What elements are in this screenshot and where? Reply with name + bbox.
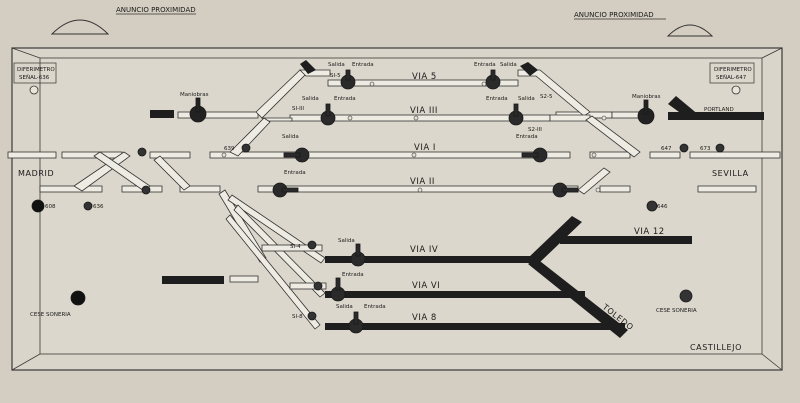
- control-knobs: [31, 69, 725, 334]
- proximity-label-right: ANUNCIO PROXIMIDAD: [574, 11, 654, 19]
- signal-button-madrid-via2[interactable]: [141, 185, 151, 195]
- label-salida-via5-right: Salida: [500, 62, 517, 68]
- entrada-knob-via1[interactable]: [521, 147, 548, 163]
- perimeter-lamp-left: [29, 85, 39, 95]
- label-entrada-via5-right: Entrada: [474, 62, 496, 68]
- signal-button-608[interactable]: [31, 199, 45, 213]
- perimeter-right-line1: DIFERIMETRO: [714, 67, 752, 73]
- label-via1: VIA I: [414, 143, 436, 153]
- signal-label-636: 636: [93, 204, 104, 210]
- perimeter-lamp-right: [731, 85, 741, 95]
- portland-track-dark: [668, 112, 764, 120]
- dark-tracks: [150, 60, 764, 338]
- maniobras-stub-left: [150, 110, 174, 118]
- label-entrada-via1: Entrada: [516, 134, 538, 140]
- entrada-knob-via3[interactable]: [508, 103, 524, 126]
- label-via3: VIA III: [410, 106, 438, 116]
- signal-label-646: 646: [657, 204, 668, 210]
- track-via4-dark: [325, 256, 535, 263]
- entrada-knob-via5[interactable]: [485, 69, 501, 90]
- label-castillejo: CASTILLEJO: [690, 343, 742, 352]
- signal-label-si4: SI-4: [290, 244, 301, 250]
- label-entrada-via2: Entrada: [284, 170, 306, 176]
- signal-label-si5: SI-5: [330, 73, 341, 79]
- label-salida-via3: Salida: [302, 96, 319, 102]
- signal-button-646[interactable]: [646, 200, 658, 212]
- label-maniobras-right: Maniobras: [632, 94, 661, 100]
- track-via8-dark: [325, 323, 625, 330]
- track-via6-dark: [325, 291, 585, 298]
- label-entrada-via5-left: Entrada: [352, 62, 374, 68]
- perimeter-box-right: [709, 62, 755, 84]
- signal-label-s25: S2-5: [540, 94, 553, 100]
- label-salida-via4: Salida: [338, 238, 355, 244]
- signal-label-608: 608: [45, 204, 56, 210]
- label-entrada-via6: Entrada: [342, 272, 364, 278]
- proximity-label-left: ANUNCIO PROXIMIDAD: [116, 6, 196, 14]
- label-maniobras-left: Maniobras: [180, 92, 209, 98]
- label-sevilla: SEVILLA: [712, 169, 749, 178]
- label-cese-right: CESE SONERIA: [656, 308, 697, 314]
- salida-knob-via5[interactable]: [340, 69, 356, 90]
- label-via2: VIA II: [410, 177, 435, 187]
- signal-label-s23: S2-III: [528, 127, 542, 133]
- signal-button-636[interactable]: [83, 201, 93, 211]
- label-entrada-via3-left: Entrada: [334, 96, 356, 102]
- label-salida-via3-right: Salida: [518, 96, 535, 102]
- label-via8: VIA 8: [412, 313, 437, 323]
- salida-knob-via2[interactable]: [552, 182, 579, 198]
- signal-button-madrid-via1[interactable]: [137, 147, 147, 157]
- track-diagram: [7, 69, 781, 330]
- salida-knob-via8[interactable]: [348, 311, 364, 334]
- label-salida-via1: Salida: [282, 134, 299, 140]
- signal-button-647[interactable]: [679, 143, 689, 153]
- salida-knob-via3[interactable]: [320, 103, 336, 126]
- perimeter-box-left: [13, 62, 57, 84]
- label-cese-left: CESE SONERIA: [30, 312, 71, 318]
- label-via5: VIA 5: [412, 72, 437, 82]
- panel-inner-frame: [39, 57, 763, 355]
- signal-button-si8[interactable]: [307, 311, 317, 321]
- label-via6: VIA VI: [412, 281, 440, 291]
- maniobras-knob-right[interactable]: [637, 99, 655, 125]
- perimeter-left-line2: SEÑAL-636: [19, 74, 50, 81]
- track-via1: [209, 151, 571, 159]
- label-salida-via8: Salida: [336, 304, 353, 310]
- cese-button-right[interactable]: [679, 289, 693, 303]
- perimeter-left-line1: DIFERIMETRO: [17, 67, 55, 73]
- signal-label-647: 647: [661, 146, 672, 152]
- label-via12: VIA 12: [634, 227, 665, 237]
- proximity-dome-left: [50, 19, 110, 35]
- track-via12-dark: [560, 236, 692, 244]
- label-entrada-via3-right: Entrada: [486, 96, 508, 102]
- signal-label-673: 673: [700, 146, 711, 152]
- proximity-dome-right: [666, 24, 714, 37]
- signal-label-si3: SI-III: [292, 106, 304, 112]
- entrada-knob-via6[interactable]: [330, 277, 346, 302]
- signal-button-673[interactable]: [715, 143, 725, 153]
- salida-knob-via1[interactable]: [283, 147, 310, 163]
- entrada-knob-via2[interactable]: [272, 182, 299, 198]
- track-lamps: [221, 81, 607, 193]
- label-via4: VIA IV: [410, 245, 438, 255]
- salida-knob-via4[interactable]: [350, 243, 366, 267]
- signal-label-si8: SI-8: [292, 314, 303, 320]
- cese-button-left[interactable]: [70, 290, 86, 306]
- perimeter-right-line2: SEÑAL-647: [716, 74, 747, 81]
- label-portland: PORTLAND: [704, 107, 734, 113]
- signal-button-639[interactable]: [241, 143, 251, 153]
- label-entrada-via8: Entrada: [364, 304, 386, 310]
- dead-end-stub-dark: [162, 276, 224, 284]
- signal-button-si4[interactable]: [307, 240, 317, 250]
- label-madrid: MADRID: [18, 169, 54, 178]
- signal-label-639: 639: [224, 146, 235, 152]
- maniobras-knob-left[interactable]: [189, 97, 207, 123]
- track-via5: [327, 79, 519, 87]
- signal-button-via6[interactable]: [313, 281, 323, 291]
- label-salida-via5: Salida: [328, 62, 345, 68]
